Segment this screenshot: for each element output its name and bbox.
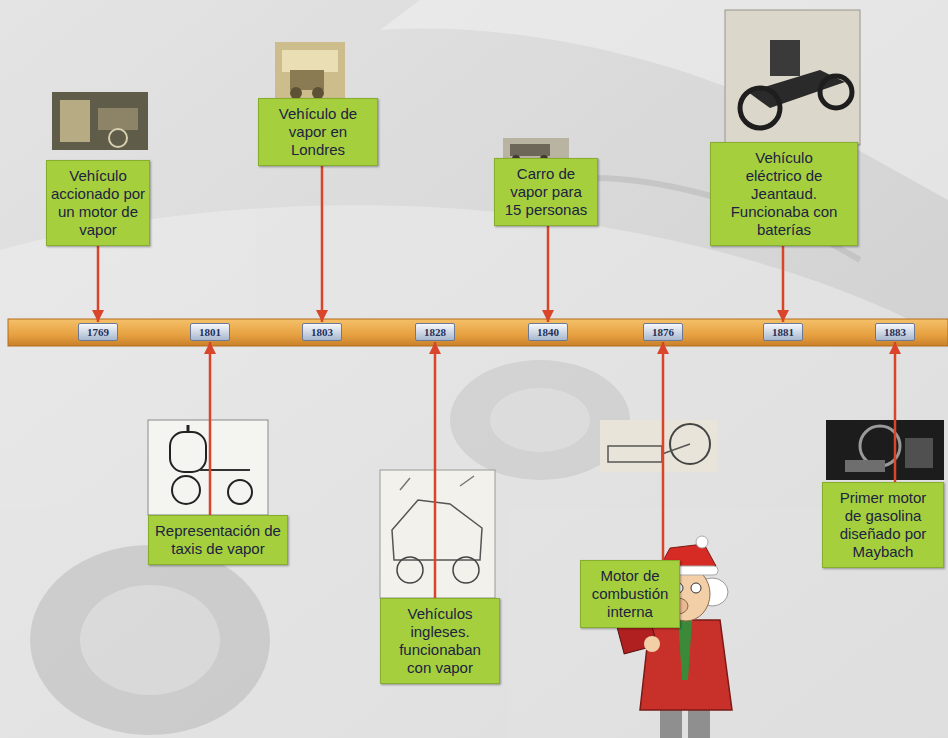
photo-frame xyxy=(826,420,944,480)
hand xyxy=(644,636,660,652)
event-text: Primer motor de gasolina diseñado por Ma… xyxy=(833,489,933,561)
year-badge: 1828 xyxy=(415,323,455,341)
steam-vehicle-photo xyxy=(52,92,148,150)
year-text: 1803 xyxy=(303,324,341,340)
event-text: Carro de vapor para 15 personas xyxy=(501,165,591,219)
event-box: Vehículo eléctrico de Jeantaud. Funciona… xyxy=(710,142,858,246)
drawing-wheel xyxy=(228,480,252,504)
event-box: Carro de vapor para 15 personas xyxy=(494,158,598,226)
year-text: 1876 xyxy=(644,324,682,340)
drawing-wheel xyxy=(172,476,200,504)
year-text: 1769 xyxy=(79,324,117,340)
timeline-arrow xyxy=(321,166,324,322)
drawing-coach xyxy=(392,500,482,560)
drawing-rod xyxy=(662,444,690,454)
drawing-detail xyxy=(400,476,474,490)
photo-detail xyxy=(60,100,90,142)
event-box: Representación de taxis de vapor xyxy=(148,515,288,565)
tie xyxy=(678,620,692,680)
event-box: Vehículos ingleses. funcionaban con vapo… xyxy=(380,598,500,684)
event-text: Vehículos ingleses. funcionaban con vapo… xyxy=(390,605,490,677)
event-text: Vehículo eléctrico de Jeantaud. Funciona… xyxy=(728,149,840,239)
english-vehicles-drawing xyxy=(380,470,495,598)
car-hub xyxy=(490,388,590,452)
year-text: 1801 xyxy=(191,324,229,340)
event-box: Vehículo accionado por un motor de vapor xyxy=(46,160,150,246)
steam-taxi-drawing xyxy=(148,420,268,515)
car-hub xyxy=(80,585,220,695)
electric-vehicle-photo xyxy=(725,10,860,145)
eye xyxy=(691,583,701,593)
year-badge: 1883 xyxy=(875,323,915,341)
drawing-boiler xyxy=(170,432,206,472)
drawing-frame xyxy=(148,420,268,515)
photo-carriage xyxy=(290,70,324,90)
photo-detail xyxy=(98,108,138,130)
year-text: 1883 xyxy=(876,324,914,340)
drawing-frame xyxy=(380,470,495,598)
photo-frame xyxy=(52,92,148,150)
drawing-wheel xyxy=(453,557,479,583)
year-text: 1881 xyxy=(764,324,802,340)
car-roof xyxy=(380,0,948,200)
drawing-cylinder xyxy=(608,446,662,462)
year-badge: 1801 xyxy=(190,323,230,341)
year-badge: 1881 xyxy=(763,323,803,341)
year-badge: 1769 xyxy=(78,323,118,341)
photo-wheel xyxy=(109,129,127,147)
timeline-arrow xyxy=(894,342,897,482)
drawing-wheel xyxy=(397,557,423,583)
year-badge: 1876 xyxy=(643,323,683,341)
gasoline-engine-photo xyxy=(826,420,944,480)
photo-carriage xyxy=(510,144,550,156)
timeline-arrow xyxy=(97,246,100,322)
photo-frame xyxy=(275,42,345,102)
year-badge: 1803 xyxy=(302,323,342,341)
event-text: Vehículo de vapor en Londres xyxy=(268,105,368,159)
event-text: Motor de combustión interna xyxy=(586,567,674,621)
photo-seat xyxy=(770,40,800,76)
photo-wheel xyxy=(820,76,852,108)
photo-engine xyxy=(845,460,885,472)
drawing-frame-line xyxy=(200,469,250,471)
timeline-bar xyxy=(8,319,948,346)
drawing-chimney xyxy=(187,425,190,432)
event-text: Representación de taxis de vapor xyxy=(154,522,282,558)
car-wheel xyxy=(30,545,270,735)
photo-frame xyxy=(725,10,860,145)
car-body xyxy=(0,205,948,738)
combustion-engine-drawing xyxy=(600,420,718,472)
hat-pom xyxy=(696,536,708,548)
drawing-frame xyxy=(600,420,718,472)
photo-sky xyxy=(282,50,338,72)
london-steam-photo xyxy=(275,42,345,102)
year-text: 1828 xyxy=(416,324,454,340)
event-box: Motor de combustión interna xyxy=(580,560,680,628)
timeline-arrow xyxy=(662,342,665,560)
photo-wheel xyxy=(740,88,780,128)
event-text: Vehículo accionado por un motor de vapor xyxy=(50,167,146,239)
timeline-arrow xyxy=(547,226,550,322)
year-badge: 1840 xyxy=(528,323,568,341)
timeline-arrow xyxy=(782,246,785,322)
timeline-arrow xyxy=(434,342,437,598)
event-box: Primer motor de gasolina diseñado por Ma… xyxy=(822,482,944,568)
photo-engine xyxy=(905,438,933,468)
year-text: 1840 xyxy=(529,324,567,340)
event-box: Vehículo de vapor en Londres xyxy=(258,98,378,166)
timeline-arrow xyxy=(209,342,212,515)
